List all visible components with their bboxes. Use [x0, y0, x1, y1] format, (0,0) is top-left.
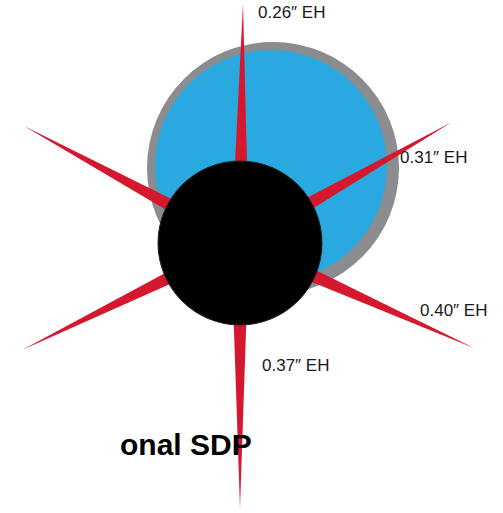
diagram-title: onal SDP — [120, 428, 252, 461]
dimension-label: 0.26″ EH — [258, 4, 325, 23]
dimension-label: 0.31″ EH — [400, 149, 467, 168]
dimension-label: 0.37″ EH — [262, 357, 329, 376]
spike-group — [22, 4, 474, 508]
core-circle — [158, 161, 322, 325]
dimension-label: 0.40″ EH — [420, 302, 487, 321]
